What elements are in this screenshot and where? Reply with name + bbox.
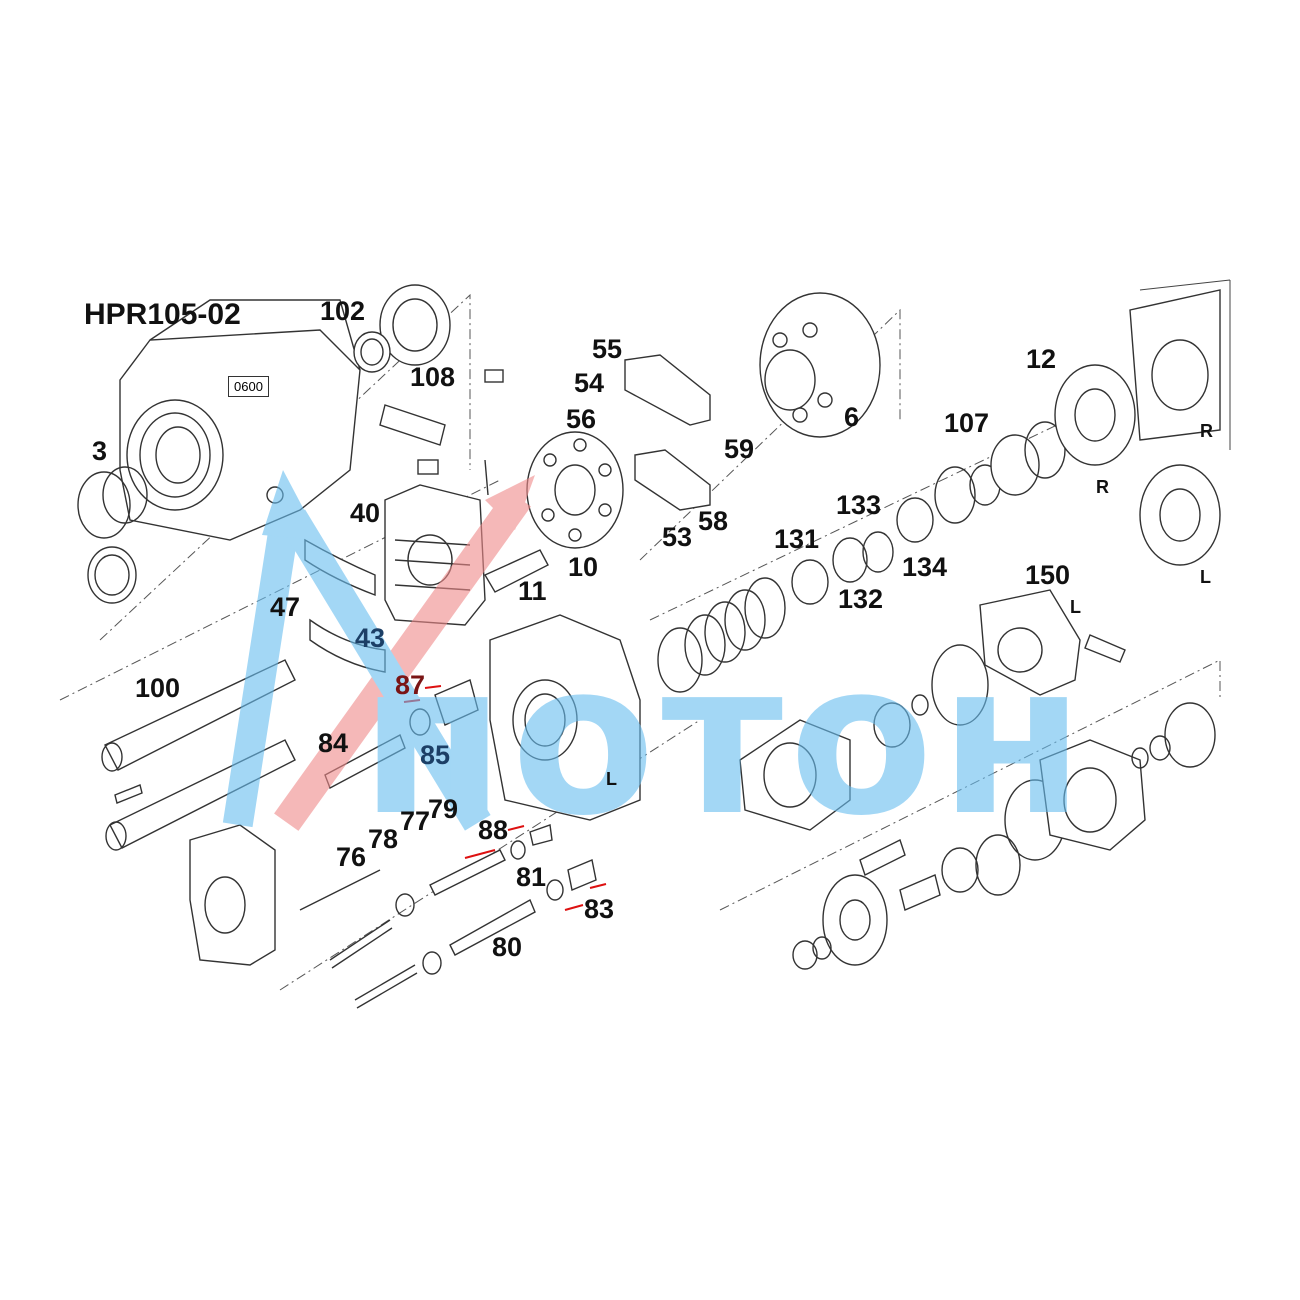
label-6: 6 xyxy=(844,402,860,432)
rear-housing xyxy=(1129,289,1221,441)
diagram-title: HPR105-02 xyxy=(84,298,241,331)
label-58: 58 xyxy=(698,506,729,536)
flange-block xyxy=(739,694,929,831)
pump-housing xyxy=(119,299,361,541)
label-12: 12 xyxy=(1026,344,1057,374)
servo-piston xyxy=(379,369,504,496)
label-53: 53 xyxy=(662,522,693,552)
label-79: 79 xyxy=(428,794,459,824)
label-107: 107 xyxy=(944,408,990,438)
label-76: 76 xyxy=(336,842,367,872)
label-78: 78 xyxy=(368,824,399,854)
side-label-r: R xyxy=(1096,477,1109,497)
label-10: 10 xyxy=(568,552,599,582)
label-133: 133 xyxy=(836,490,882,520)
side-label-l-right: L xyxy=(1200,567,1211,587)
label-47: 47 xyxy=(270,592,301,622)
nameplate-label: 0600 xyxy=(228,376,269,397)
cradle-lower xyxy=(634,449,711,511)
label-134: 134 xyxy=(902,552,948,582)
charge-pump xyxy=(931,589,1126,726)
cradle-upper xyxy=(624,354,711,426)
label-88: 88 xyxy=(478,815,509,845)
retaining-rings xyxy=(77,466,148,604)
watermark-text: потон xyxy=(360,617,1090,862)
sleeve xyxy=(434,679,479,726)
spring-stack xyxy=(657,421,1066,693)
label-131: 131 xyxy=(774,524,820,554)
port-plate xyxy=(526,431,624,549)
label-83: 83 xyxy=(584,894,615,924)
label-77: 77 xyxy=(400,806,431,836)
label-108: 108 xyxy=(410,362,456,392)
label-132: 132 xyxy=(838,584,884,614)
valve-springs xyxy=(299,824,597,1009)
label-59: 59 xyxy=(724,434,755,464)
cylinder-block xyxy=(759,292,881,438)
side-label-l-pump: L xyxy=(1070,597,1081,617)
label-102: 102 xyxy=(320,296,366,326)
gear-pump xyxy=(792,702,1216,970)
control-piston xyxy=(484,549,549,593)
label-87: 87 xyxy=(395,670,426,700)
label-40: 40 xyxy=(350,498,381,528)
valve-plates xyxy=(1054,364,1221,566)
label-85: 85 xyxy=(420,740,451,770)
lower-housing xyxy=(189,824,276,966)
label-54: 54 xyxy=(574,368,605,398)
label-11: 11 xyxy=(518,576,547,606)
label-55: 55 xyxy=(592,334,623,364)
bearing xyxy=(353,284,451,373)
label-56: 56 xyxy=(566,404,597,434)
control-housing xyxy=(489,614,641,821)
side-label-l-housing: L xyxy=(606,769,617,789)
label-43: 43 xyxy=(355,623,386,653)
label-80: 80 xyxy=(492,932,523,962)
label-3: 3 xyxy=(92,436,108,466)
side-label-r-top: R xyxy=(1200,421,1213,441)
label-84: 84 xyxy=(318,728,349,758)
label-81: 81 xyxy=(516,862,547,892)
label-150: 150 xyxy=(1025,560,1071,590)
housing-edge xyxy=(1139,279,1231,450)
label-100: 100 xyxy=(135,673,181,703)
